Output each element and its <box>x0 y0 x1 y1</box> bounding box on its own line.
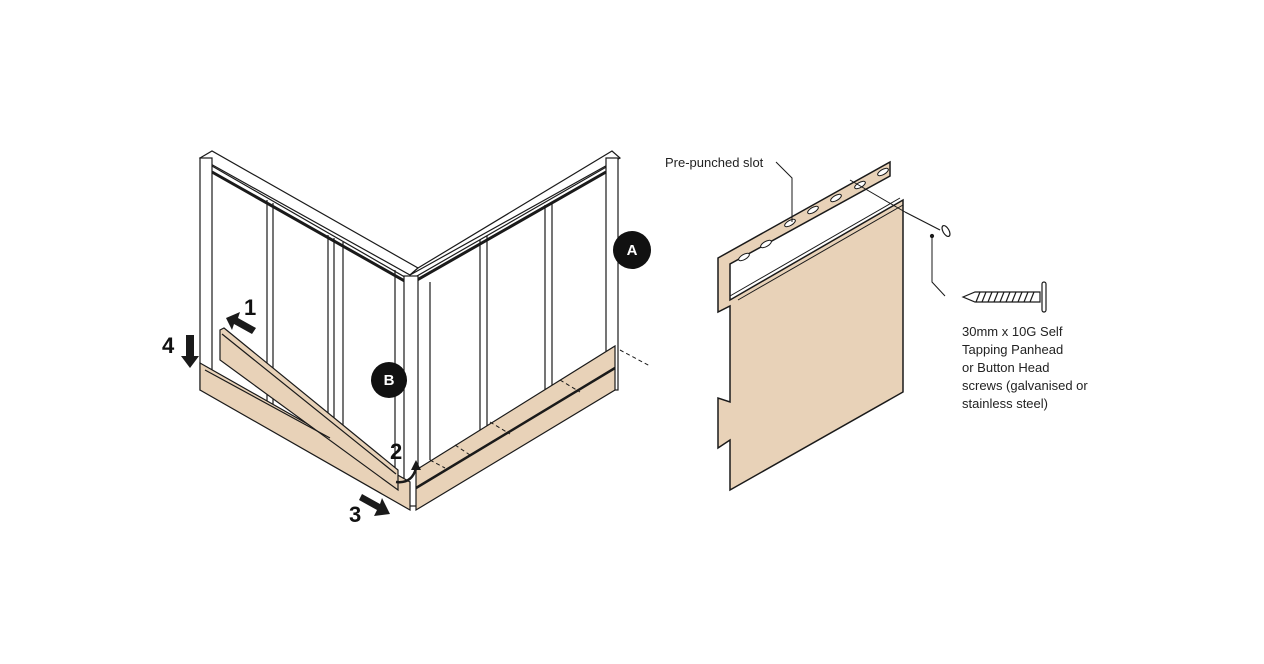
step-1-label: 1 <box>244 295 257 320</box>
cladding <box>199 327 616 512</box>
screw-line: or Button Head <box>962 360 1050 375</box>
screw-spec-label: 30mm x 10G Self Tapping Panhead or Butto… <box>962 323 1088 413</box>
screw-line: Tapping Panhead <box>962 342 1064 357</box>
pre-punched-slot-label: Pre-punched slot <box>665 155 764 170</box>
arrow-4-icon <box>181 335 199 368</box>
leader-lines <box>775 161 946 297</box>
arrows <box>181 312 421 516</box>
arrow-1-icon <box>226 312 256 334</box>
badge-a: A <box>613 231 651 269</box>
fixing-marks <box>429 349 651 469</box>
wall-frame <box>198 150 622 507</box>
step-3-label: 3 <box>349 502 362 527</box>
arrow-2-icon <box>395 467 418 484</box>
arrow-3-icon <box>359 494 390 516</box>
badge-b: B <box>371 362 407 398</box>
screw-line: stainless steel) <box>962 396 1048 411</box>
step-2-label: 2 <box>390 439 403 464</box>
screw-icon <box>904 211 1047 313</box>
panel <box>717 160 904 492</box>
screw-line: screws (galvanised or <box>962 378 1088 393</box>
screw-line: 30mm x 10G Self <box>962 324 1063 339</box>
step-4-label: 4 <box>162 333 175 358</box>
